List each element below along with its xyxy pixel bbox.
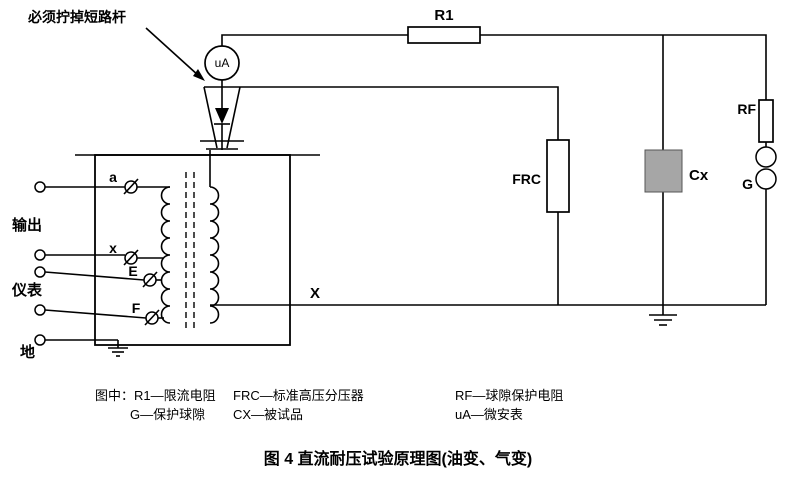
legend-rf: RF—球隙保护电阻 — [455, 388, 563, 403]
divider-frc-body — [546, 139, 570, 213]
tap-label-a: a — [109, 169, 117, 185]
panel-label-output: 输出 — [12, 216, 42, 234]
wire-top-bus — [221, 34, 767, 100]
resistor-r1-body — [407, 26, 481, 44]
panel-terminal-output1 — [34, 181, 46, 193]
ground-symbol-cx — [649, 305, 677, 326]
resistor-rf-label: RF — [737, 101, 756, 117]
annotation-group: 必须拧掉短路杆 — [27, 9, 205, 81]
ground-symbol-tank — [108, 340, 128, 357]
test-object-cx-label: Cx — [689, 167, 709, 184]
microammeter-label: uA — [215, 56, 230, 70]
bushing-right-side — [226, 86, 241, 149]
legend-cx: CX—被试品 — [233, 407, 303, 422]
diode-icon — [215, 108, 229, 124]
panel-terminal-ground — [34, 334, 46, 346]
resistor-r1-label: R1 — [434, 7, 453, 24]
wire-bushing-to-frc — [240, 86, 559, 140]
legend-frc: FRC—标准高压分压器 — [233, 388, 364, 403]
divider-frc: FRC — [512, 139, 570, 213]
tap-label-f: F — [132, 300, 141, 316]
sphere-gap-upper-ball — [755, 146, 777, 168]
panel-label-instrument: 仪表 — [11, 281, 43, 299]
legend: 图中：R1—限流电阻 FRC—标准高压分压器 RF—球隙保护电阻 G—保护球隙 … — [95, 388, 563, 422]
panel-terminal-instr2 — [34, 304, 46, 316]
primary-winding — [160, 186, 171, 324]
test-object-cx-body — [644, 149, 683, 193]
sphere-gap-lower-ball — [755, 168, 777, 190]
panel-terminal-instr1 — [34, 266, 46, 278]
tap-label-e: E — [128, 263, 137, 279]
panel-terminal-output2 — [34, 249, 46, 261]
panel-terminals: 输出 仪表 地 — [11, 181, 46, 361]
figure-caption: 图 4 直流耐压试验原理图(油变、气变) — [264, 449, 532, 468]
legend-r1: 图中：R1—限流电阻 — [95, 388, 216, 403]
tank-body — [94, 154, 291, 346]
tap-label-x: x — [109, 240, 117, 256]
resistor-rf: RF — [737, 99, 774, 143]
hv-bushing — [200, 86, 244, 150]
annotation-arrowhead-icon — [193, 69, 205, 81]
resistor-r1: R1 — [407, 7, 481, 44]
microammeter: uA — [204, 45, 240, 81]
test-object-cx: Cx — [644, 149, 709, 193]
legend-ua: uA—微安表 — [455, 407, 523, 422]
transformer-tank — [75, 154, 320, 346]
annotation-arrow-line — [145, 27, 200, 77]
tap-terminal-e-slash — [142, 271, 158, 288]
tap-terminals: a x E F — [109, 169, 160, 326]
panel-label-ground: 地 — [20, 343, 35, 361]
resistor-rf-body — [758, 99, 774, 143]
x-node-label: X — [310, 285, 320, 302]
tap-terminal-x-slash — [123, 249, 139, 266]
legend-g: G—保护球隙 — [130, 407, 205, 422]
annotation-text: 必须拧掉短路杆 — [27, 9, 126, 25]
divider-frc-label: FRC — [512, 171, 541, 187]
tap-terminal-a-slash — [123, 178, 139, 195]
bushing-left-side — [203, 86, 218, 149]
tap-terminal-f-slash — [144, 309, 160, 326]
secondary-winding — [209, 186, 220, 324]
sphere-gap-label: G — [742, 176, 753, 192]
microammeter-circle — [204, 45, 240, 81]
sphere-gap-g: G — [742, 146, 777, 192]
